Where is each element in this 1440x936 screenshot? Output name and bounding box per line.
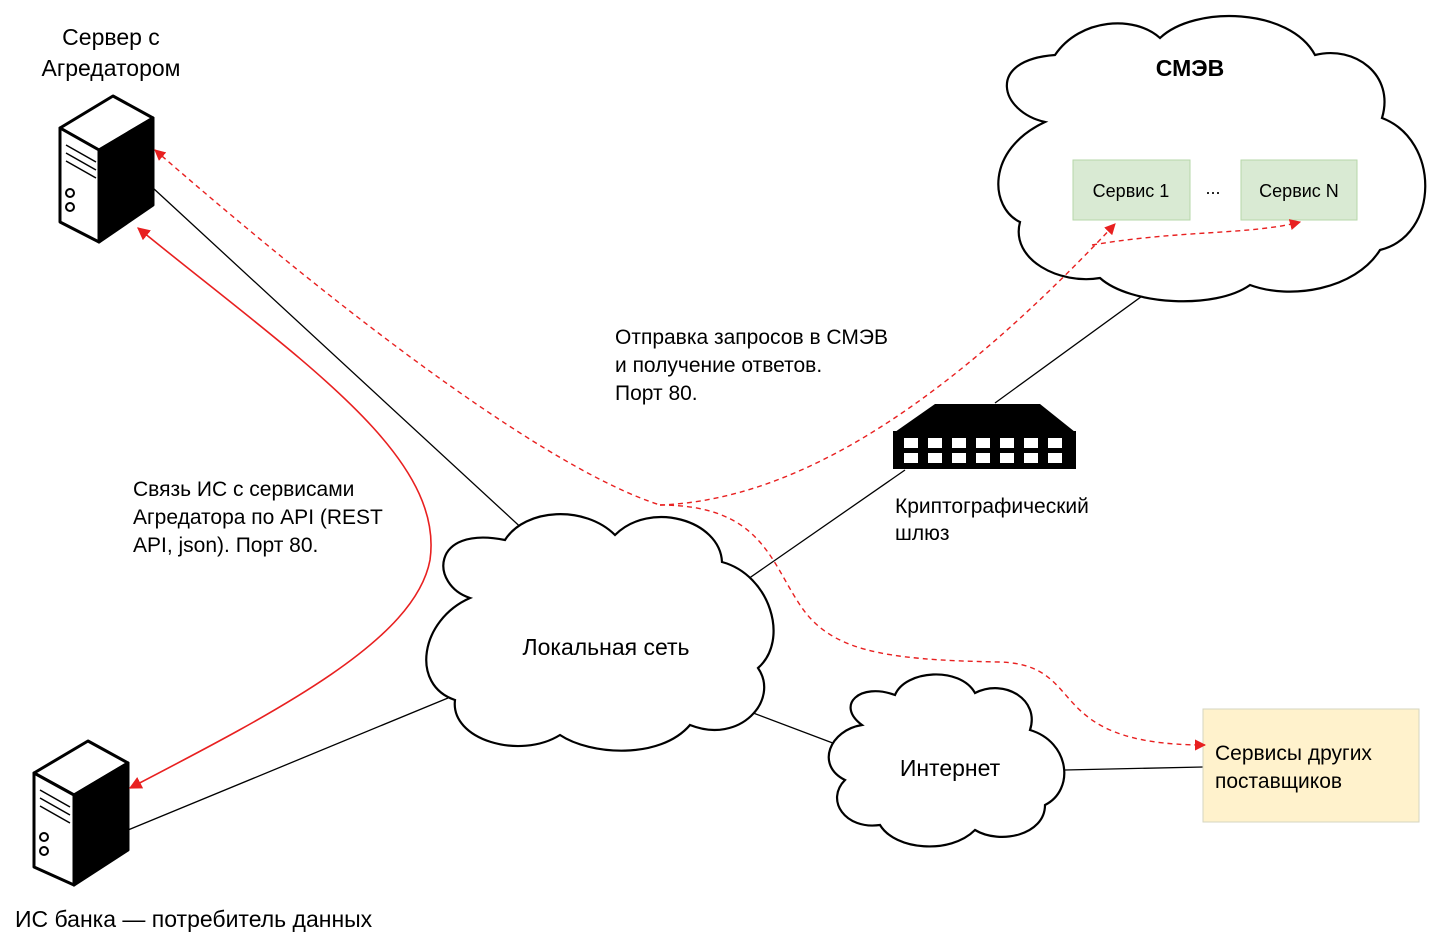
api-link-note: Связь ИС с сервисами Агредатора по API (…	[133, 478, 383, 557]
link-local-internet	[739, 707, 839, 746]
service-1-box	[1072, 159, 1191, 221]
server-icon	[58, 94, 155, 244]
api-flow-arrow	[128, 227, 432, 789]
local-network-label: Локальная сеть	[522, 634, 689, 660]
smev-aggregator-dashed-arrow	[154, 149, 661, 506]
link-bank-local	[127, 697, 449, 831]
api-note-line-2: Агредатора по API (REST	[133, 506, 383, 529]
services-ellipsis: ...	[1205, 178, 1220, 198]
service-n-label: Сервис N	[1259, 181, 1339, 201]
service-1-label: Сервис 1	[1093, 181, 1170, 201]
internet-cloud: Интернет	[827, 673, 1066, 848]
crypto-gateway-label-line-2: шлюз	[895, 522, 949, 545]
smev-cloud: СМЭВ Сервис 1 ... Сервис N	[997, 15, 1427, 303]
network-switch-icon	[893, 404, 1076, 469]
data-flows	[128, 149, 1302, 789]
connections	[127, 187, 1204, 831]
other-providers-label-line-1: Сервисы других	[1215, 742, 1372, 765]
smev-requests-dashed-arrow-n	[1091, 219, 1302, 246]
smev-requests-note: Отправка запросов в СМЭВ и получение отв…	[615, 326, 888, 405]
local-network-cloud: Локальная сеть	[425, 513, 775, 752]
server-icon	[32, 739, 130, 887]
api-note-line-3: API, json). Порт 80.	[133, 534, 318, 557]
aggregator-server: Сервер с Агредатором	[42, 24, 181, 244]
other-providers: Сервисы других поставщиков	[1202, 708, 1420, 823]
crypto-gateway: Криптографический шлюз	[893, 404, 1089, 545]
smev-note-line-2: и получение ответов.	[615, 354, 822, 377]
link-internet-providers	[1064, 766, 1204, 771]
link-local-gateway	[734, 469, 906, 589]
bank-label: ИС банка — потребитель данных	[15, 906, 373, 932]
aggregator-label-line-1: Сервер с	[62, 24, 160, 50]
service-n-box	[1240, 159, 1358, 221]
providers-dashed-arrow	[659, 504, 1207, 751]
smev-note-line-1: Отправка запросов в СМЭВ	[615, 326, 888, 349]
smev-note-line-3: Порт 80.	[615, 382, 698, 405]
internet-label: Интернет	[900, 755, 1001, 781]
api-note-line-1: Связь ИС с сервисами	[133, 478, 354, 501]
crypto-gateway-label-line-1: Криптографический	[895, 495, 1089, 518]
smev-requests-dashed-arrow-1	[659, 223, 1116, 506]
other-providers-box	[1202, 708, 1420, 823]
link-aggregator-local	[152, 187, 541, 546]
smev-title: СМЭВ	[1156, 55, 1224, 81]
link-gateway-smev	[994, 282, 1161, 404]
other-providers-label-line-2: поставщиков	[1215, 770, 1342, 793]
bank-server: ИС банка — потребитель данных	[15, 739, 373, 932]
aggregator-label-line-2: Агредатором	[42, 55, 181, 81]
